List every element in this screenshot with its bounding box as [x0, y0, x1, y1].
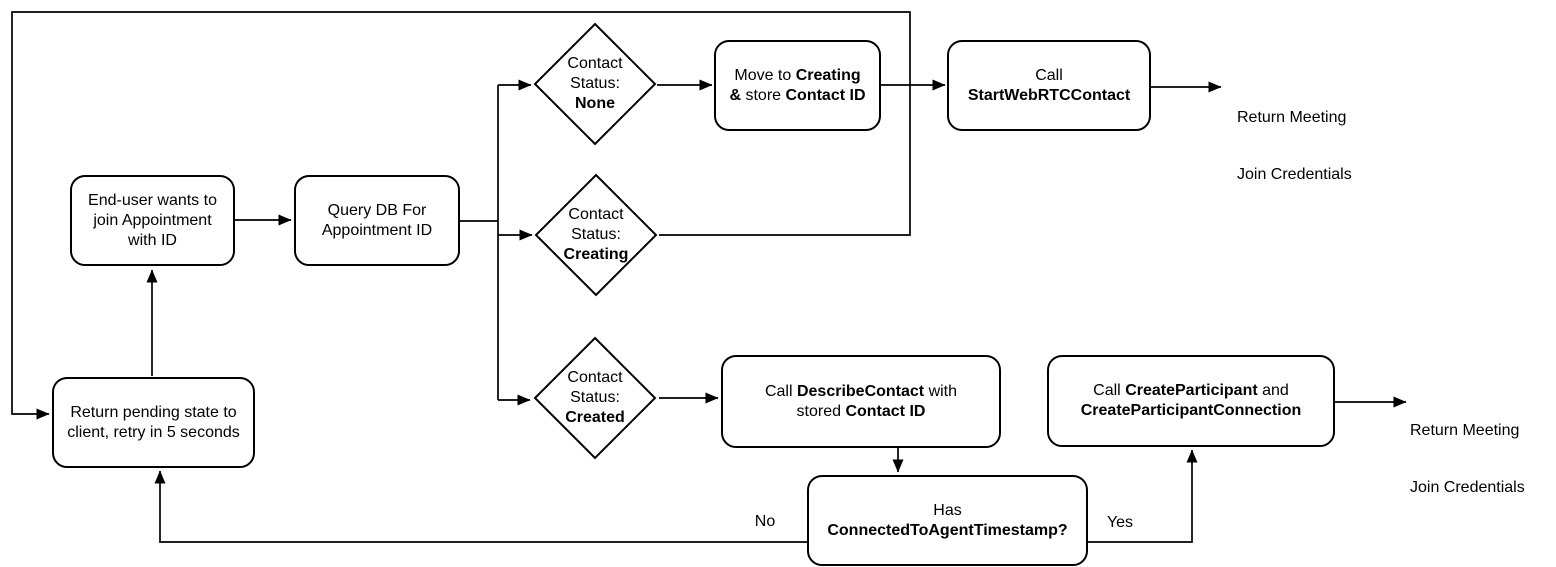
node-text: Move to Creating: [734, 66, 861, 84]
decision-contact-status-none: Contact Status: None: [533, 22, 657, 146]
node-end-user: End-user wants to join Appointment with …: [70, 175, 235, 266]
node-text: CreateParticipantConnection: [1080, 402, 1302, 419]
node-text: Query DB For: [327, 201, 427, 219]
label-edge-no: No: [754, 513, 776, 530]
diamond-shape: [533, 336, 657, 460]
node-start-webrtc-contact: Call StartWebRTCContact: [947, 40, 1151, 131]
node-text: & store Contact ID: [729, 86, 866, 104]
decision-text: Contact Status: Created: [565, 369, 625, 426]
node-create-participant: Call CreateParticipant and CreatePartici…: [1047, 355, 1335, 447]
label-return-credentials-top: Return Meeting Join Credentials: [1237, 109, 1352, 183]
decision-contact-status-created: Contact Status: Created: [533, 336, 657, 460]
node-text: client, retry in 5 seconds: [67, 423, 240, 441]
node-text: Appointment ID: [321, 221, 433, 239]
node-query-db: Query DB For Appointment ID: [294, 175, 460, 266]
node-describe-contact: Call DescribeContact with stored Contact…: [721, 355, 1001, 448]
node-text: ConnectedToAgentTimestamp?: [827, 521, 1068, 539]
node-text: Call CreateParticipant and: [1093, 382, 1289, 399]
node-text: Has: [933, 501, 962, 519]
diamond-shape: [534, 173, 658, 297]
decision-text: Contact Status: None: [567, 55, 623, 112]
node-text: stored Contact ID: [796, 402, 926, 420]
edge-yes-to-createparticipant: [1088, 449, 1198, 543]
edge-creating-loop-to-returnpending: [11, 11, 911, 420]
node-move-to-creating: Move to Creating & store Contact ID: [714, 40, 881, 131]
node-text: StartWebRTCContact: [967, 86, 1131, 104]
label-return-credentials-bottom: Return Meeting Join Credentials: [1410, 422, 1525, 496]
label-edge-yes: Yes: [1106, 514, 1134, 531]
node-text: Call: [1035, 66, 1063, 84]
node-text: End-user wants to: [88, 191, 217, 209]
node-text: with ID: [128, 231, 177, 249]
decision-contact-status-creating: Contact Status: Creating: [534, 173, 658, 297]
decision-text: Contact Status: Creating: [563, 206, 629, 263]
edge-no-to-returnpending: [154, 470, 807, 543]
diamond-shape: [533, 22, 657, 146]
node-text: join Appointment: [93, 211, 212, 229]
node-text: Return pending state to: [70, 403, 237, 421]
node-return-pending: Return pending state to client, retry in…: [52, 377, 255, 468]
node-has-connected-timestamp: Has ConnectedToAgentTimestamp?: [807, 475, 1088, 566]
node-text: Call DescribeContact with: [764, 382, 958, 400]
